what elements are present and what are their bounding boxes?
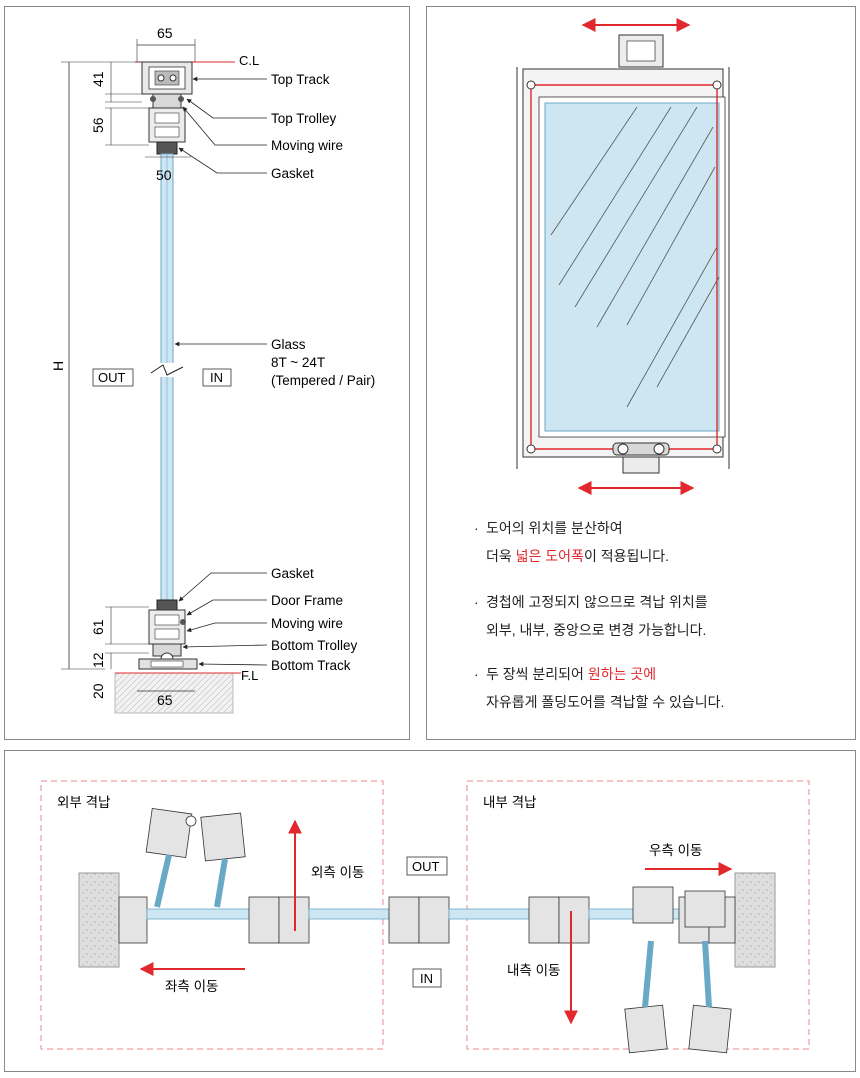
folded-panels-inward bbox=[624, 886, 732, 1054]
inner-storage-title: 내부 격납 bbox=[483, 795, 536, 810]
feature-3-highlight: 원하는 곳에 bbox=[587, 666, 657, 682]
top-track bbox=[141, 61, 193, 95]
plan-out-label: OUT bbox=[412, 859, 440, 874]
in-label: IN bbox=[210, 370, 223, 385]
top-gasket bbox=[156, 141, 178, 155]
feature-1: ·도어의 위치를 분산하여 더욱 넓은 도어폭이 적용됩니다. bbox=[474, 520, 670, 564]
bottom-gasket bbox=[156, 599, 178, 611]
gasket-top-label: Gasket bbox=[271, 166, 314, 181]
dim-12: 12 bbox=[90, 652, 106, 668]
out-label: OUT bbox=[98, 370, 126, 385]
elevation-drawing bbox=[516, 18, 730, 495]
top-track-label: Top Track bbox=[271, 72, 330, 87]
fl-label: F.L bbox=[241, 668, 258, 683]
dim-h: H bbox=[50, 361, 66, 371]
bottom-track bbox=[138, 658, 198, 670]
right-label: 우측 이동 bbox=[649, 843, 702, 858]
dim-top-width: 65 bbox=[157, 25, 173, 41]
feature-2-line-2: 외부, 내부, 중앙으로 변경 가능합니다. bbox=[486, 622, 707, 638]
section-detail-panel: C.L 65 50 41 56 H OUT I bbox=[4, 6, 410, 740]
plan-panel: 외부 격납 내부 격납 외측 이동 bbox=[4, 750, 856, 1072]
elevation-bottom-trolley bbox=[612, 442, 670, 474]
feature-1-highlight: 넓은 도어폭 bbox=[515, 548, 584, 564]
dim-41: 41 bbox=[90, 71, 106, 87]
dim-56: 56 bbox=[90, 117, 106, 133]
cl-label: C.L bbox=[239, 53, 259, 68]
plan-in-label: IN bbox=[420, 971, 433, 986]
gasket-bottom-label: Gasket bbox=[271, 566, 314, 581]
left-label: 좌측 이동 bbox=[165, 979, 218, 994]
moving-wire-bottom-label: Moving wire bbox=[271, 616, 343, 631]
section-detail-drawing: C.L 65 50 41 56 H OUT I bbox=[50, 25, 375, 714]
glass-reflection-lines bbox=[550, 106, 720, 408]
door-frame bbox=[148, 609, 186, 645]
top-trolley bbox=[148, 93, 186, 143]
glass-label: Glass bbox=[271, 337, 306, 352]
feature-3: ·두 장씩 분리되어 원하는 곳에 자유롭게 폴딩도어를 격납할 수 있습니다. bbox=[474, 666, 725, 710]
outer-storage-title: 외부 격납 bbox=[57, 795, 110, 810]
dim-20: 20 bbox=[90, 683, 106, 699]
feature-2-line-1: 경첩에 고정되지 않으므로 격납 위치를 bbox=[486, 594, 708, 610]
elevation-panel bbox=[426, 6, 856, 740]
dim-50: 50 bbox=[156, 167, 172, 183]
bottom-trolley-label: Bottom Trolley bbox=[271, 638, 358, 653]
dim-bottom-width: 65 bbox=[157, 692, 173, 708]
feature-2: ·경첩에 고정되지 않으므로 격납 위치를 외부, 내부, 중앙으로 변경 가능… bbox=[474, 594, 708, 638]
feature-3-line-2: 자유롭게 폴딩도어를 격납할 수 있습니다. bbox=[486, 694, 725, 710]
plan-drawing: 외부 격납 내부 격납 외측 이동 bbox=[40, 780, 810, 1054]
inward-label: 내측 이동 bbox=[507, 963, 560, 978]
outward-label: 외측 이동 bbox=[311, 865, 364, 880]
glass-type-label: (Tempered / Pair) bbox=[271, 373, 375, 388]
floor-slab bbox=[114, 672, 234, 714]
dim-61: 61 bbox=[90, 619, 106, 635]
moving-wire-top-label: Moving wire bbox=[271, 138, 343, 153]
bottom-track-label: Bottom Track bbox=[271, 658, 351, 673]
door-frame-label: Door Frame bbox=[271, 593, 343, 608]
feature-1-line-2-post: 이 적용됩니다. bbox=[583, 548, 670, 564]
glass-thickness-label: 8T ~ 24T bbox=[271, 355, 325, 370]
left-wall bbox=[78, 872, 120, 968]
folded-panels-outward bbox=[145, 807, 246, 908]
feature-3-line-1-pre: 두 장씩 분리되어 bbox=[486, 666, 588, 682]
feature-1-line-1: 도어의 위치를 분산하여 bbox=[486, 520, 623, 536]
top-trolley-label: Top Trolley bbox=[271, 111, 337, 126]
feature-1-line-2-pre: 더욱 bbox=[486, 548, 516, 564]
right-wall bbox=[734, 872, 776, 968]
